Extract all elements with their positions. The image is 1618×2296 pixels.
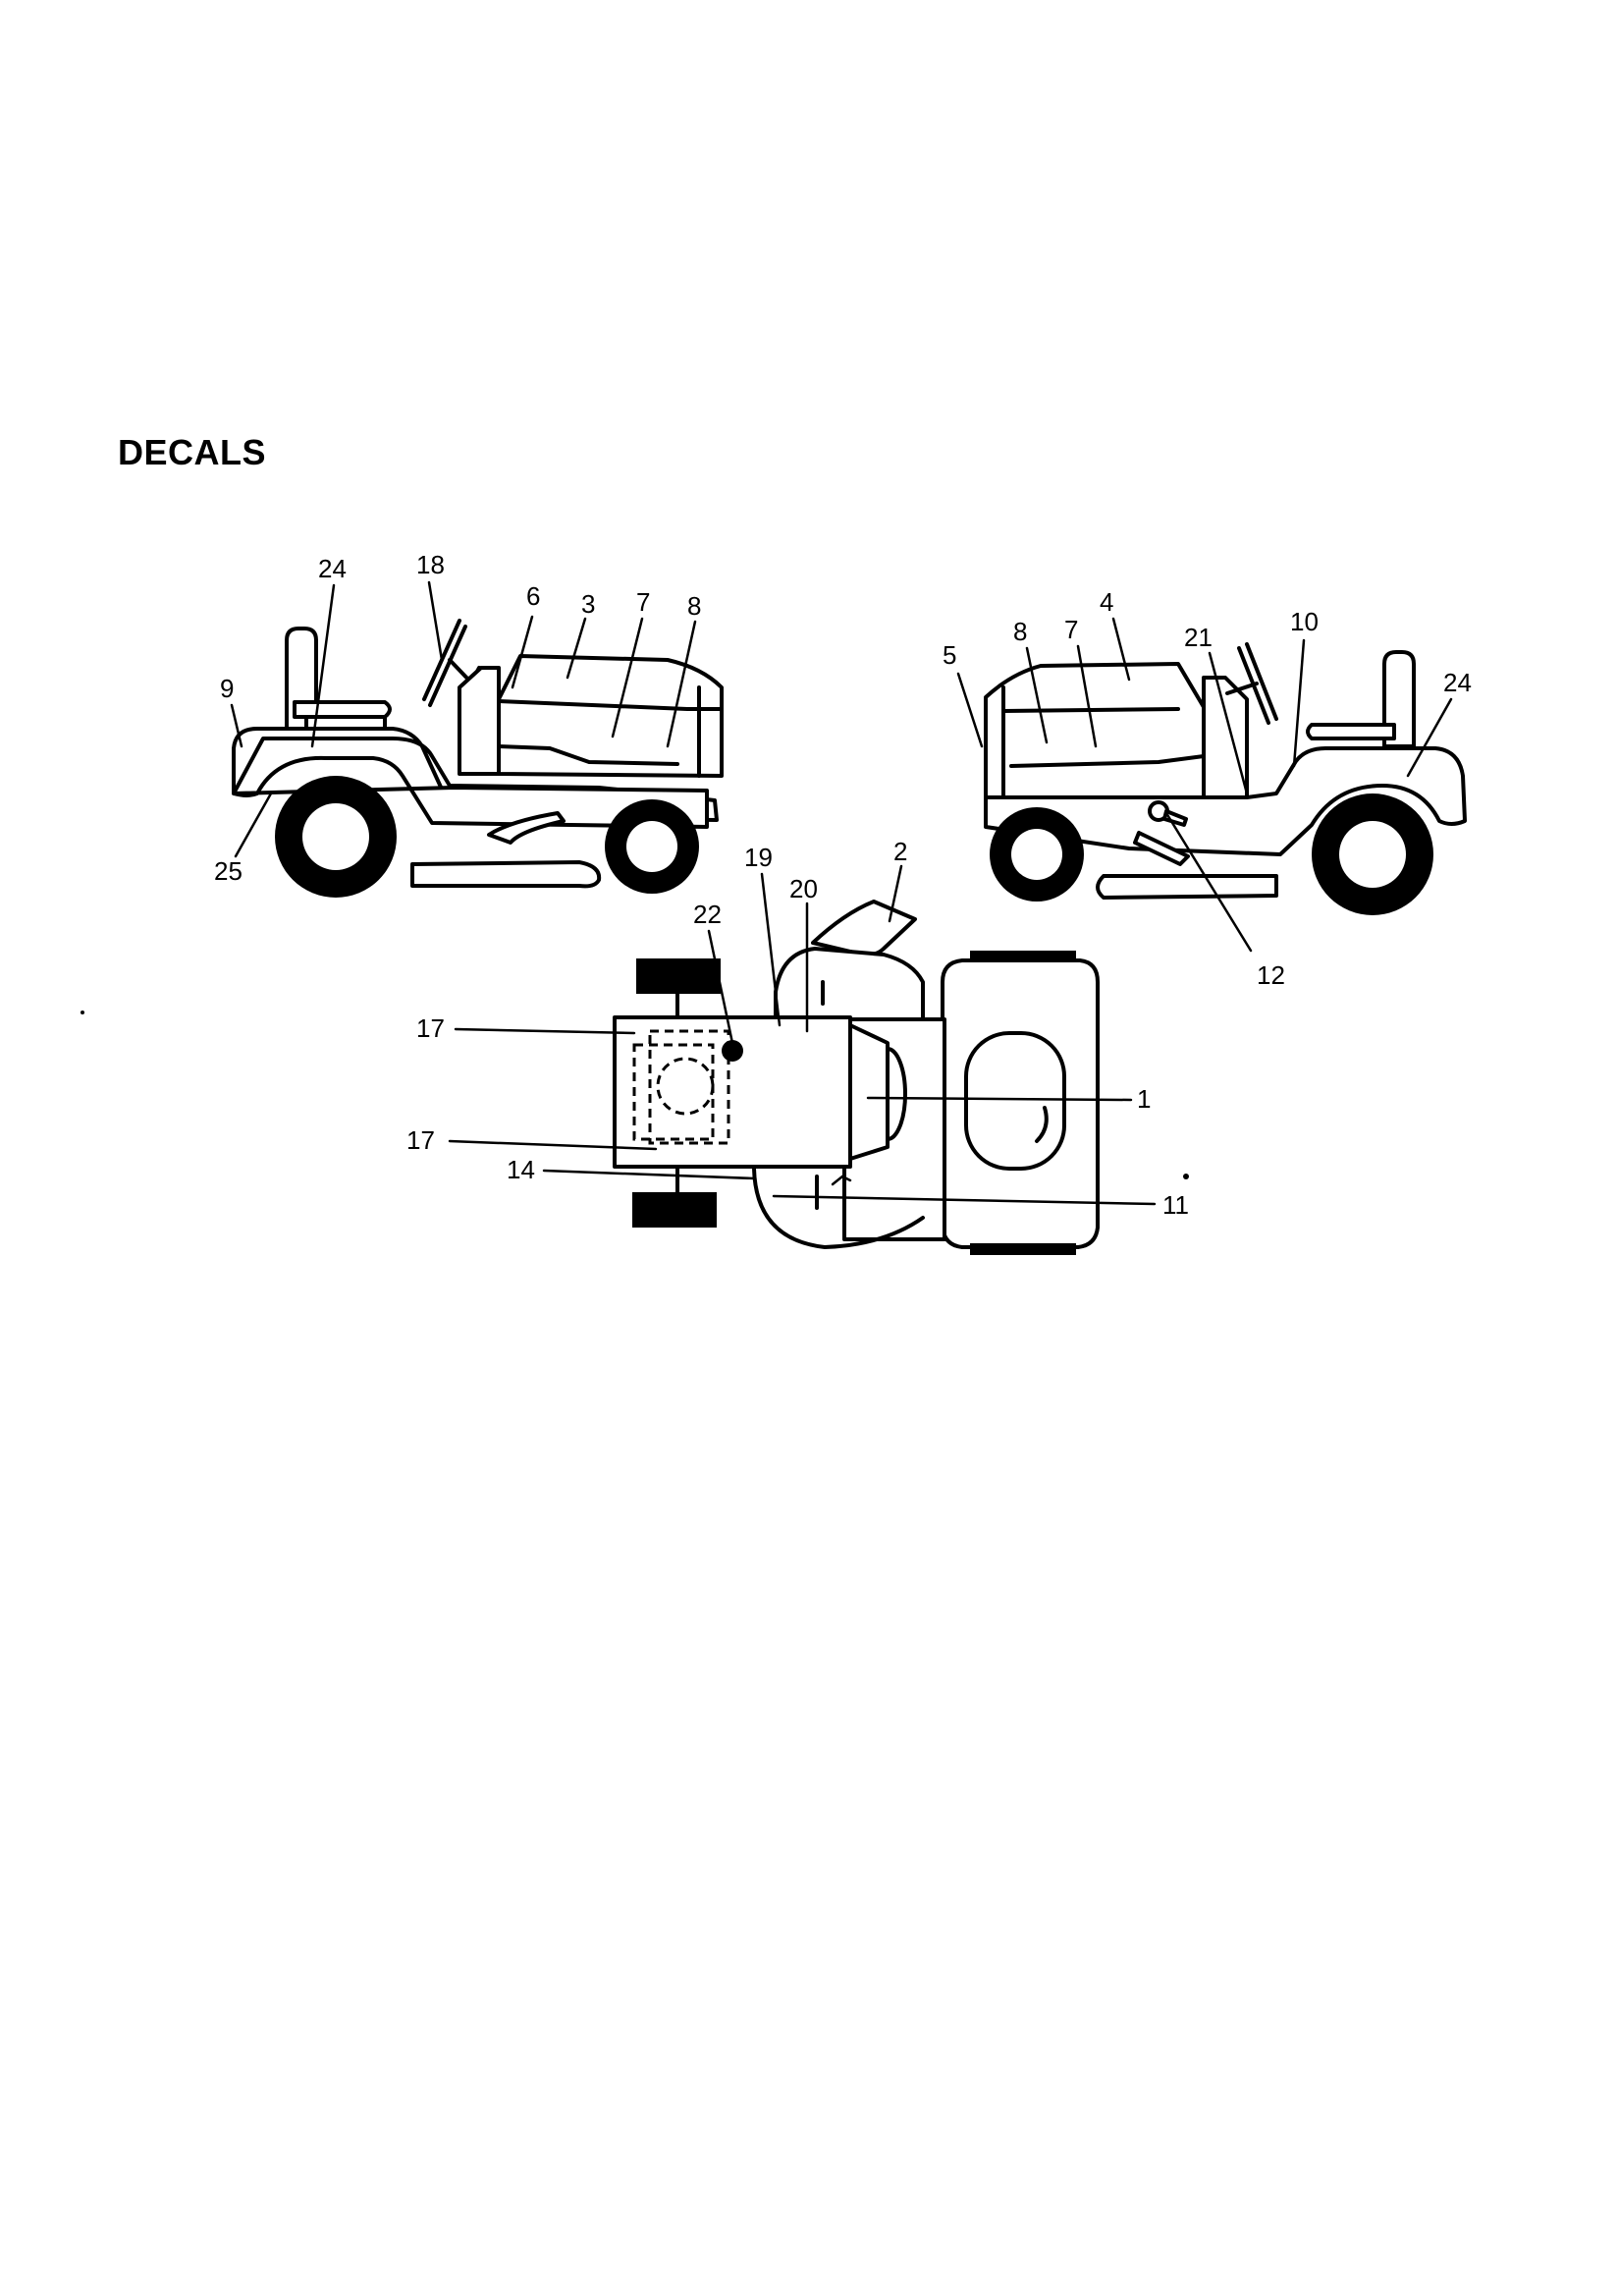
leader-right-24	[1406, 697, 1453, 778]
left-view-body-lower	[232, 755, 709, 829]
label-right-8: 8	[1013, 617, 1027, 646]
label-right-10: 10	[1290, 607, 1319, 636]
label-left-6: 6	[526, 581, 540, 611]
label-top-11: 11	[1162, 1190, 1189, 1220]
leader-right-4	[1111, 617, 1131, 682]
right-view-lever	[1162, 809, 1188, 827]
right-view-hood	[984, 662, 1206, 805]
top-view-front-left-tire	[970, 951, 1076, 962]
leader-top-2	[888, 864, 903, 923]
top-view-deck-underside	[752, 1167, 925, 1249]
leader-top-11	[772, 1194, 1157, 1206]
label-left-9: 9	[220, 674, 234, 703]
label-top-17a: 17	[416, 1013, 445, 1043]
label-right-12: 12	[1257, 960, 1285, 990]
label-left-18: 18	[416, 550, 445, 579]
label-top-17b: 17	[406, 1125, 435, 1155]
right-view-hood-seam	[1001, 707, 1180, 713]
label-top-19: 19	[744, 843, 773, 872]
leader-right-10	[1292, 638, 1306, 768]
leader-top-1	[866, 1096, 1133, 1102]
top-view-rear-left-tire	[636, 958, 721, 994]
label-left-3: 3	[581, 589, 595, 619]
label-top-22: 22	[693, 900, 722, 929]
right-view-steering-wheel-rim	[1245, 642, 1278, 721]
right-view-steering-column	[1225, 682, 1259, 695]
left-view-hood-side	[497, 744, 679, 766]
stray-mark-left	[81, 1011, 84, 1014]
label-left-24: 24	[318, 554, 347, 583]
label-right-21: 21	[1184, 623, 1213, 652]
label-left-25: 25	[214, 856, 243, 886]
leader-left-24	[310, 583, 336, 748]
top-view-deck-side	[774, 947, 925, 1023]
leader-right-8	[1025, 646, 1049, 744]
left-view-footrest	[487, 811, 566, 845]
right-view-front-wheel-rim	[1011, 829, 1062, 880]
left-view-front-wheel-rim	[626, 821, 677, 872]
top-view-seat-circle	[656, 1057, 715, 1116]
top-view-rear-right-tire	[632, 1192, 717, 1228]
leader-right-5	[956, 672, 984, 748]
top-view-decal-22-dot	[722, 1040, 743, 1062]
left-view-rear-wheel-rim	[302, 803, 369, 870]
right-view-mower-deck	[1096, 874, 1278, 900]
label-top-1: 1	[1137, 1084, 1151, 1114]
left-side-view-tractor: 24 18 6 3 7 8 9 25	[214, 550, 724, 898]
label-right-7: 7	[1064, 615, 1078, 644]
leader-top-14	[542, 1169, 756, 1180]
leader-top-19	[760, 872, 782, 1027]
top-view-front-right-tire	[970, 1243, 1076, 1255]
leader-left-8	[666, 620, 697, 748]
leader-right-12	[1164, 811, 1253, 953]
label-left-7: 7	[636, 587, 650, 617]
leader-left-9	[230, 703, 243, 748]
right-view-frame	[984, 746, 1467, 856]
leader-left-18	[427, 580, 444, 662]
leader-left-3	[566, 617, 587, 680]
right-view-seat-base	[1306, 723, 1396, 740]
label-top-14: 14	[507, 1155, 535, 1184]
top-view-seat-outline-inner	[648, 1029, 730, 1145]
leader-right-7	[1076, 644, 1098, 748]
top-view-tractor: 2 19 20 22 17 17 14 1 11	[81, 837, 1189, 1255]
left-view-mower-deck	[410, 860, 602, 889]
leader-left-25	[234, 792, 273, 858]
top-view-console-neck	[848, 1023, 890, 1161]
top-view-marker-11-tick	[831, 1175, 852, 1186]
leader-left-6	[511, 615, 534, 689]
label-right-4: 4	[1100, 587, 1113, 617]
top-view-discharge-chute	[811, 900, 917, 957]
left-view-dash-tower	[458, 666, 501, 776]
left-view-hood-seam	[497, 699, 724, 711]
top-view-grille	[964, 1031, 1066, 1171]
leader-top-17b	[448, 1139, 658, 1151]
right-view-rear-wheel-rim	[1339, 821, 1406, 888]
leader-top-22	[707, 929, 734, 1045]
stray-mark-right	[1183, 1174, 1189, 1179]
label-right-5: 5	[943, 640, 956, 670]
leader-left-7	[611, 617, 644, 738]
right-side-view-tractor: 5 8 7 4 21 10 24 12	[943, 587, 1472, 990]
right-view-hood-side	[1009, 754, 1206, 768]
leader-right-21	[1208, 651, 1249, 795]
left-view-seat-base	[293, 700, 392, 719]
right-view-footrest	[1133, 831, 1190, 866]
left-view-steering-wheel-rim	[428, 625, 467, 707]
label-right-24: 24	[1443, 668, 1472, 697]
label-top-20: 20	[789, 874, 818, 903]
leader-top-17a	[454, 1027, 636, 1035]
top-view-grille-mark	[1035, 1106, 1049, 1143]
left-view-hood	[497, 654, 724, 778]
page-title: DECALS	[118, 432, 267, 472]
right-view-dash-tower	[1202, 676, 1249, 799]
label-top-2: 2	[893, 837, 907, 866]
label-left-8: 8	[687, 591, 701, 621]
